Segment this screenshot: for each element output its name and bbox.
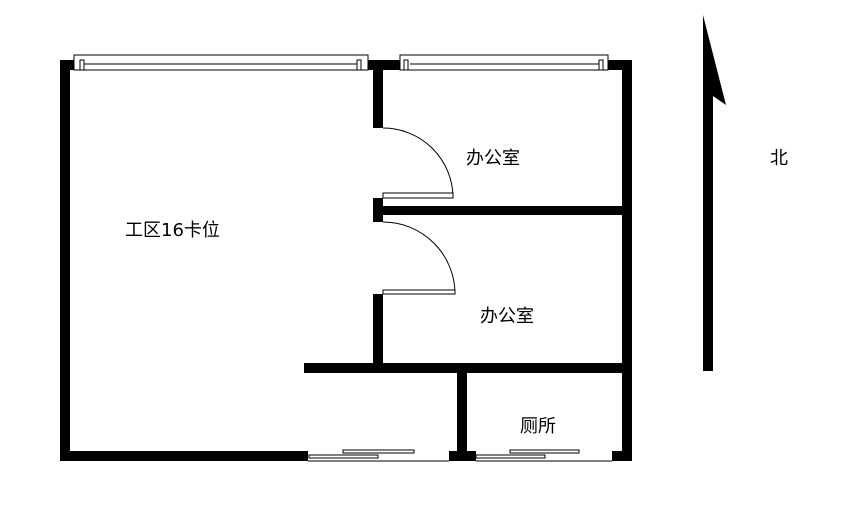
sliding-door-bottom-right bbox=[475, 449, 612, 462]
room-label-toilet: 厕所 bbox=[520, 416, 556, 437]
wall-right bbox=[622, 60, 632, 461]
window-top-left bbox=[73, 54, 369, 71]
windows bbox=[73, 54, 612, 462]
wall-horizontal-lower bbox=[304, 363, 622, 373]
wall-inner-vertical-3 bbox=[373, 294, 383, 366]
wall-left bbox=[60, 60, 70, 461]
north-arrow-icon bbox=[703, 15, 726, 371]
wall-top-left-corner bbox=[60, 60, 80, 70]
room-label-office-1: 办公室 bbox=[466, 148, 520, 169]
wall-top-right-corner bbox=[603, 60, 632, 70]
compass-label: 北 bbox=[770, 148, 788, 169]
wall-inner-vertical-2 bbox=[373, 198, 383, 222]
room-label-work-area: 工区16卡位 bbox=[125, 220, 220, 241]
wall-bottom-right bbox=[612, 451, 632, 461]
wall-bottom-left bbox=[60, 451, 308, 461]
walls bbox=[60, 60, 632, 461]
wall-inner-vertical-1 bbox=[373, 60, 383, 128]
door-office-1[interactable] bbox=[382, 127, 454, 199]
doors bbox=[382, 127, 456, 295]
wall-toilet-left bbox=[457, 373, 467, 461]
sliding-door-bottom-left bbox=[308, 449, 449, 462]
window-top-right bbox=[399, 54, 609, 71]
door-office-2[interactable] bbox=[382, 221, 456, 295]
wall-office-divider bbox=[383, 206, 622, 215]
room-label-office-2: 办公室 bbox=[480, 306, 534, 327]
